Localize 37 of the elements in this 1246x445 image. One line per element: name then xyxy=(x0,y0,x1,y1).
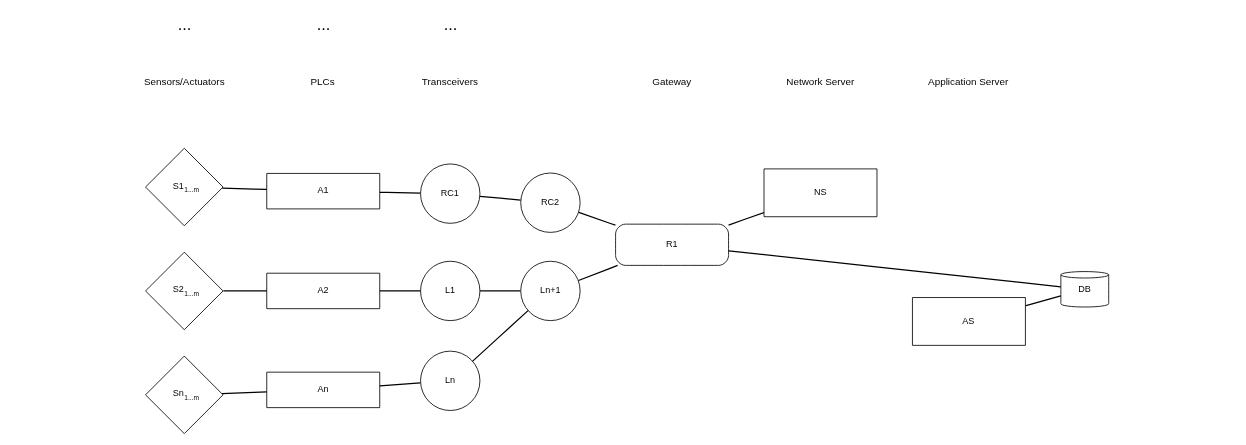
node-box: A2 xyxy=(266,272,381,310)
connector xyxy=(379,290,421,292)
node-circle: Ln xyxy=(420,350,481,411)
node-box: R1 xyxy=(615,223,729,266)
label: Application Server xyxy=(928,75,1009,87)
connector xyxy=(472,310,529,362)
label: Network Server xyxy=(786,75,855,87)
label: ... xyxy=(316,15,331,34)
label: Gateway xyxy=(652,75,692,87)
connector xyxy=(727,211,765,226)
connector xyxy=(728,250,1062,288)
node-box: An xyxy=(266,371,381,409)
connector xyxy=(379,191,421,194)
node-box: NS xyxy=(763,168,878,218)
node-diamond: Sn$_{1...m}$ xyxy=(145,355,224,434)
node-circle: RC1 xyxy=(420,163,481,224)
connector xyxy=(221,187,268,191)
node-circle: RC2 xyxy=(520,172,581,233)
node-diamond: S1$_{1...m}$ xyxy=(145,147,224,227)
node-diamond: S2$_{1...m}$ xyxy=(145,251,224,331)
connector xyxy=(577,264,619,282)
connector xyxy=(479,195,522,201)
connector xyxy=(221,391,268,395)
label: ... xyxy=(177,15,192,34)
label: Sensors/Actuators xyxy=(143,75,225,87)
connector xyxy=(379,382,421,387)
node-box: A1 xyxy=(266,173,381,210)
node-circle: Ln+1 xyxy=(520,260,581,322)
connector xyxy=(578,211,617,226)
connector xyxy=(222,290,268,292)
node-box: AS xyxy=(912,297,1026,346)
node-circle: L1 xyxy=(420,260,481,322)
label: ... xyxy=(443,15,458,34)
connector xyxy=(479,290,522,292)
label: Transceivers xyxy=(421,75,478,87)
connector xyxy=(1024,295,1062,307)
label: PLCs xyxy=(310,75,335,87)
